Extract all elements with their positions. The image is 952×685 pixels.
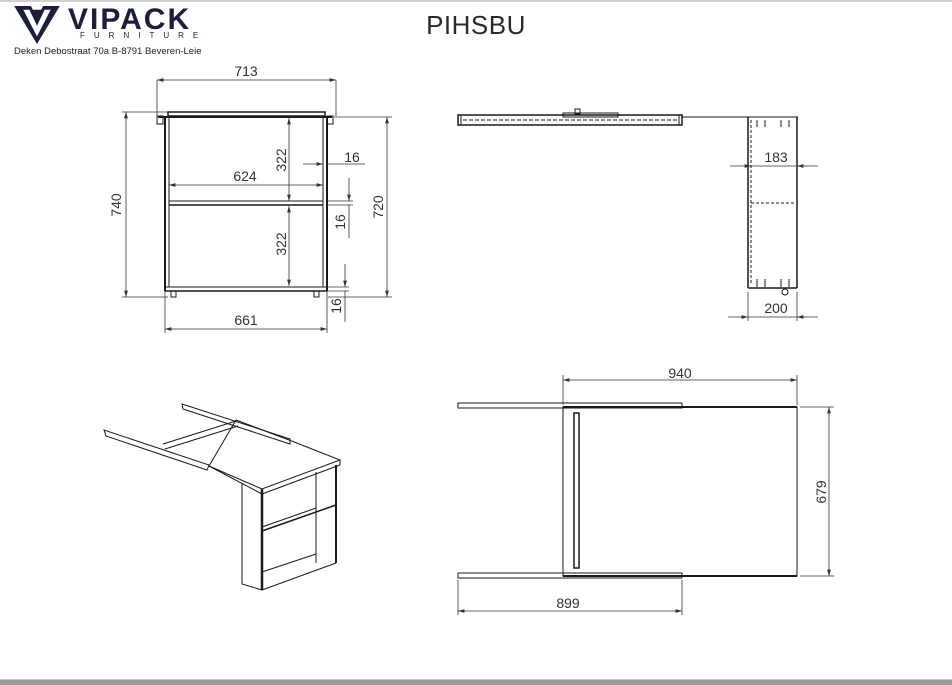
dim-740: 740 <box>108 193 124 217</box>
dim-940: 940 <box>668 365 692 381</box>
dim-720: 720 <box>370 195 386 219</box>
dim-679: 679 <box>813 480 829 504</box>
brand-name: VIPACK <box>68 3 192 36</box>
side-view <box>457 108 798 296</box>
vipack-v-logo-icon <box>14 6 60 44</box>
dim-183: 183 <box>764 149 788 165</box>
dim-322-lower: 322 <box>273 232 289 256</box>
side-view-dimensions <box>728 164 818 321</box>
dim-16-top: 16 <box>344 149 360 165</box>
top-border <box>0 0 952 2</box>
product-code-title: PIHSBU <box>426 10 526 40</box>
dim-16-shelf: 16 <box>332 214 348 230</box>
top-view-dimensions <box>457 375 834 615</box>
front-view-dimensions <box>122 78 392 333</box>
top-view <box>457 402 798 579</box>
brand-subtitle: FURNITURE <box>80 31 208 40</box>
dim-713: 713 <box>234 63 258 79</box>
company-address: Deken Debostraat 70a B-8791 Beveren-Leie <box>14 46 202 57</box>
isometric-view <box>103 403 342 591</box>
top-view-labels: 940 679 899 <box>556 365 829 611</box>
dim-322-upper: 322 <box>273 148 289 172</box>
dim-200: 200 <box>764 300 788 316</box>
front-view <box>156 111 334 298</box>
dim-899: 899 <box>556 595 580 611</box>
side-view-labels: 183 200 <box>764 149 788 316</box>
dim-661: 661 <box>234 312 258 328</box>
dim-16-bottom: 16 <box>328 298 344 314</box>
dim-624: 624 <box>233 168 257 184</box>
front-view-labels: 713 740 720 322 322 624 16 16 16 661 <box>108 63 386 328</box>
bottom-border <box>0 679 952 685</box>
